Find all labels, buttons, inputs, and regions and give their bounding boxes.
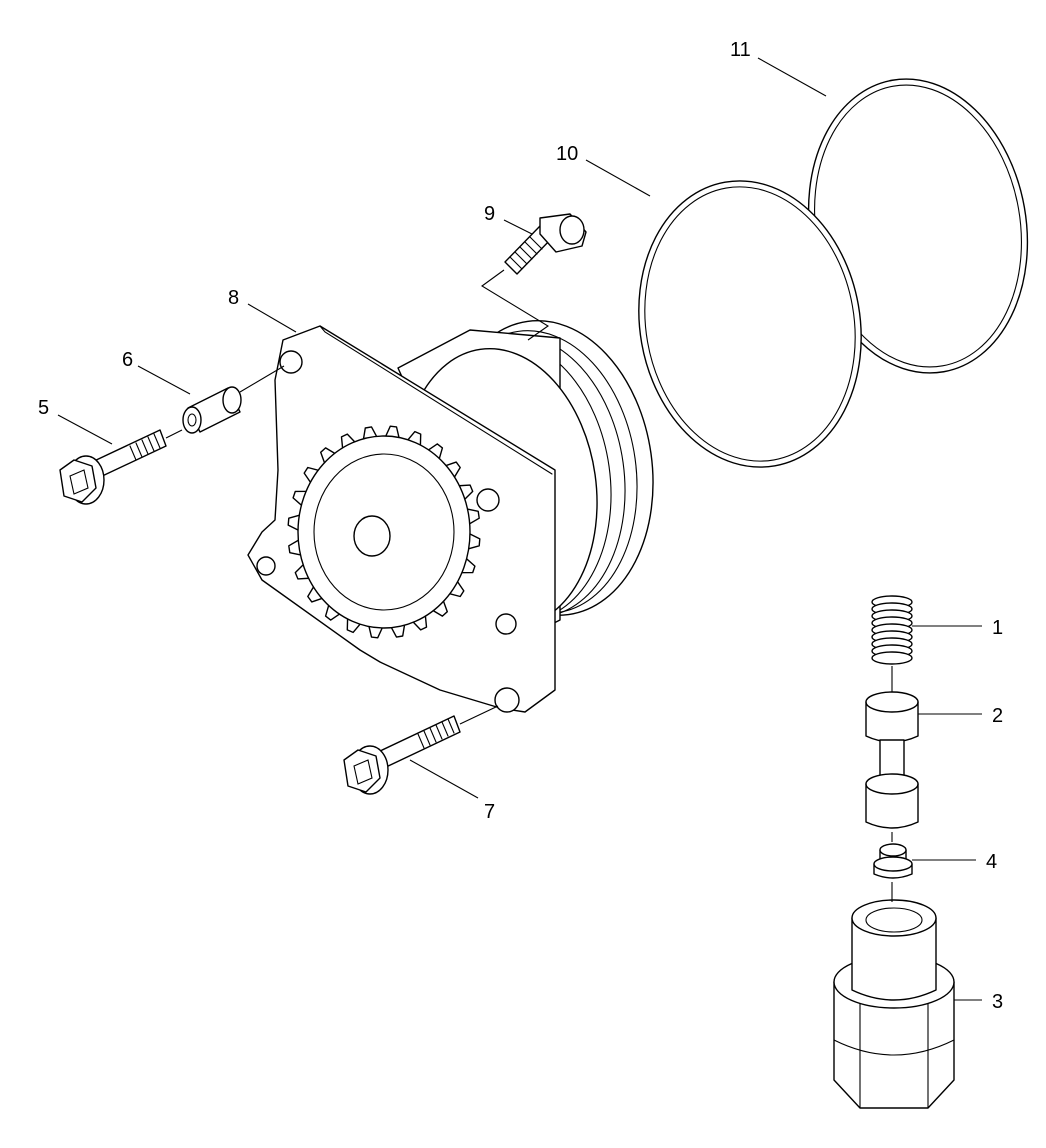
assembly-axis-lines bbox=[165, 269, 893, 902]
cap-screw bbox=[504, 213, 587, 275]
callout-10: 10 bbox=[556, 143, 578, 165]
dowel-sleeve bbox=[182, 386, 242, 434]
callout-5: 5 bbox=[38, 397, 49, 419]
callout-3: 3 bbox=[992, 991, 1003, 1013]
relief-plunger bbox=[865, 691, 919, 829]
valve-spring bbox=[871, 595, 913, 665]
flange-bolt-right bbox=[343, 715, 461, 795]
callout-labels: 1 2 3 4 5 6 7 8 9 10 11 bbox=[38, 39, 1003, 1013]
callout-9: 9 bbox=[484, 203, 495, 225]
callout-8: 8 bbox=[228, 287, 239, 309]
callout-leaders bbox=[57, 57, 982, 1001]
callout-6: 6 bbox=[122, 349, 133, 371]
valve-housing bbox=[833, 899, 955, 1109]
valve-plug bbox=[873, 843, 913, 879]
callout-4: 4 bbox=[986, 851, 997, 873]
callout-2: 2 bbox=[992, 705, 1003, 727]
callout-11: 11 bbox=[730, 39, 751, 61]
drive-gear bbox=[287, 425, 481, 639]
callout-1: 1 bbox=[992, 617, 1003, 639]
callout-7: 7 bbox=[484, 801, 495, 823]
o-ring-small bbox=[638, 180, 862, 468]
flange-bolt-left bbox=[59, 429, 167, 505]
spring-coil bbox=[871, 651, 913, 665]
